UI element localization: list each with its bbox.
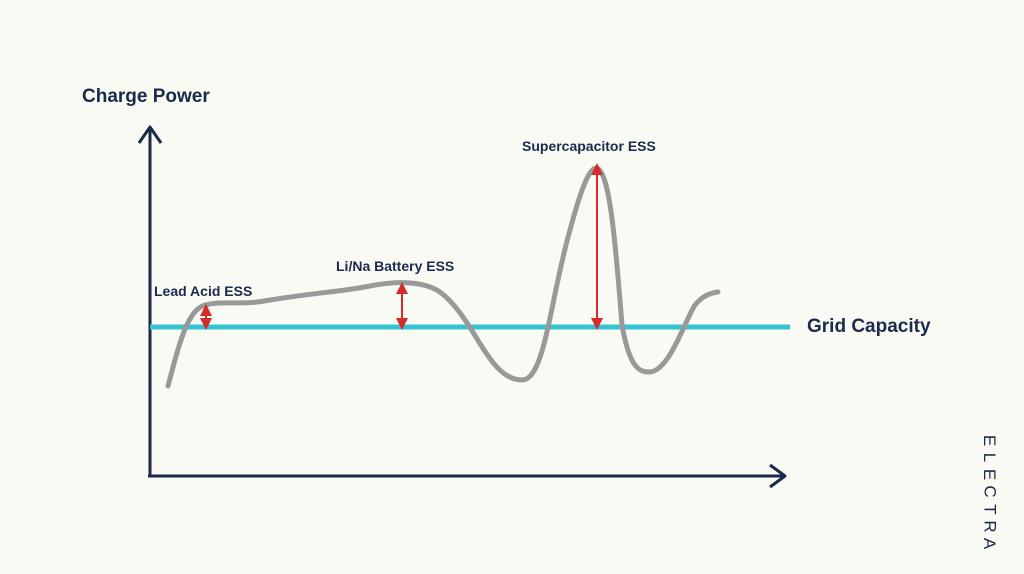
y-axis-label: Charge Power [82, 86, 210, 107]
supercap-label: Supercapacitor ESS [522, 138, 656, 154]
brand-letter: T [980, 503, 1000, 515]
brand-letter: A [980, 537, 1000, 550]
brand-letter: R [980, 520, 1000, 533]
brand-letter: C [980, 485, 1000, 499]
brand-letter: E [980, 469, 1000, 481]
x-axis-arrowhead [769, 463, 787, 489]
grid-capacity-label: Grid Capacity [807, 316, 931, 337]
brand-letter: L [980, 452, 1000, 463]
brand-letter: E [980, 434, 1000, 447]
axes [137, 125, 787, 489]
brand-logo: E L E C T R A [972, 432, 1008, 552]
lead-acid-label: Lead Acid ESS [154, 283, 252, 299]
charge-power-curve [165, 165, 721, 389]
y-axis-arrowhead [137, 125, 163, 144]
li-na-label: Li/Na Battery ESS [336, 258, 454, 274]
